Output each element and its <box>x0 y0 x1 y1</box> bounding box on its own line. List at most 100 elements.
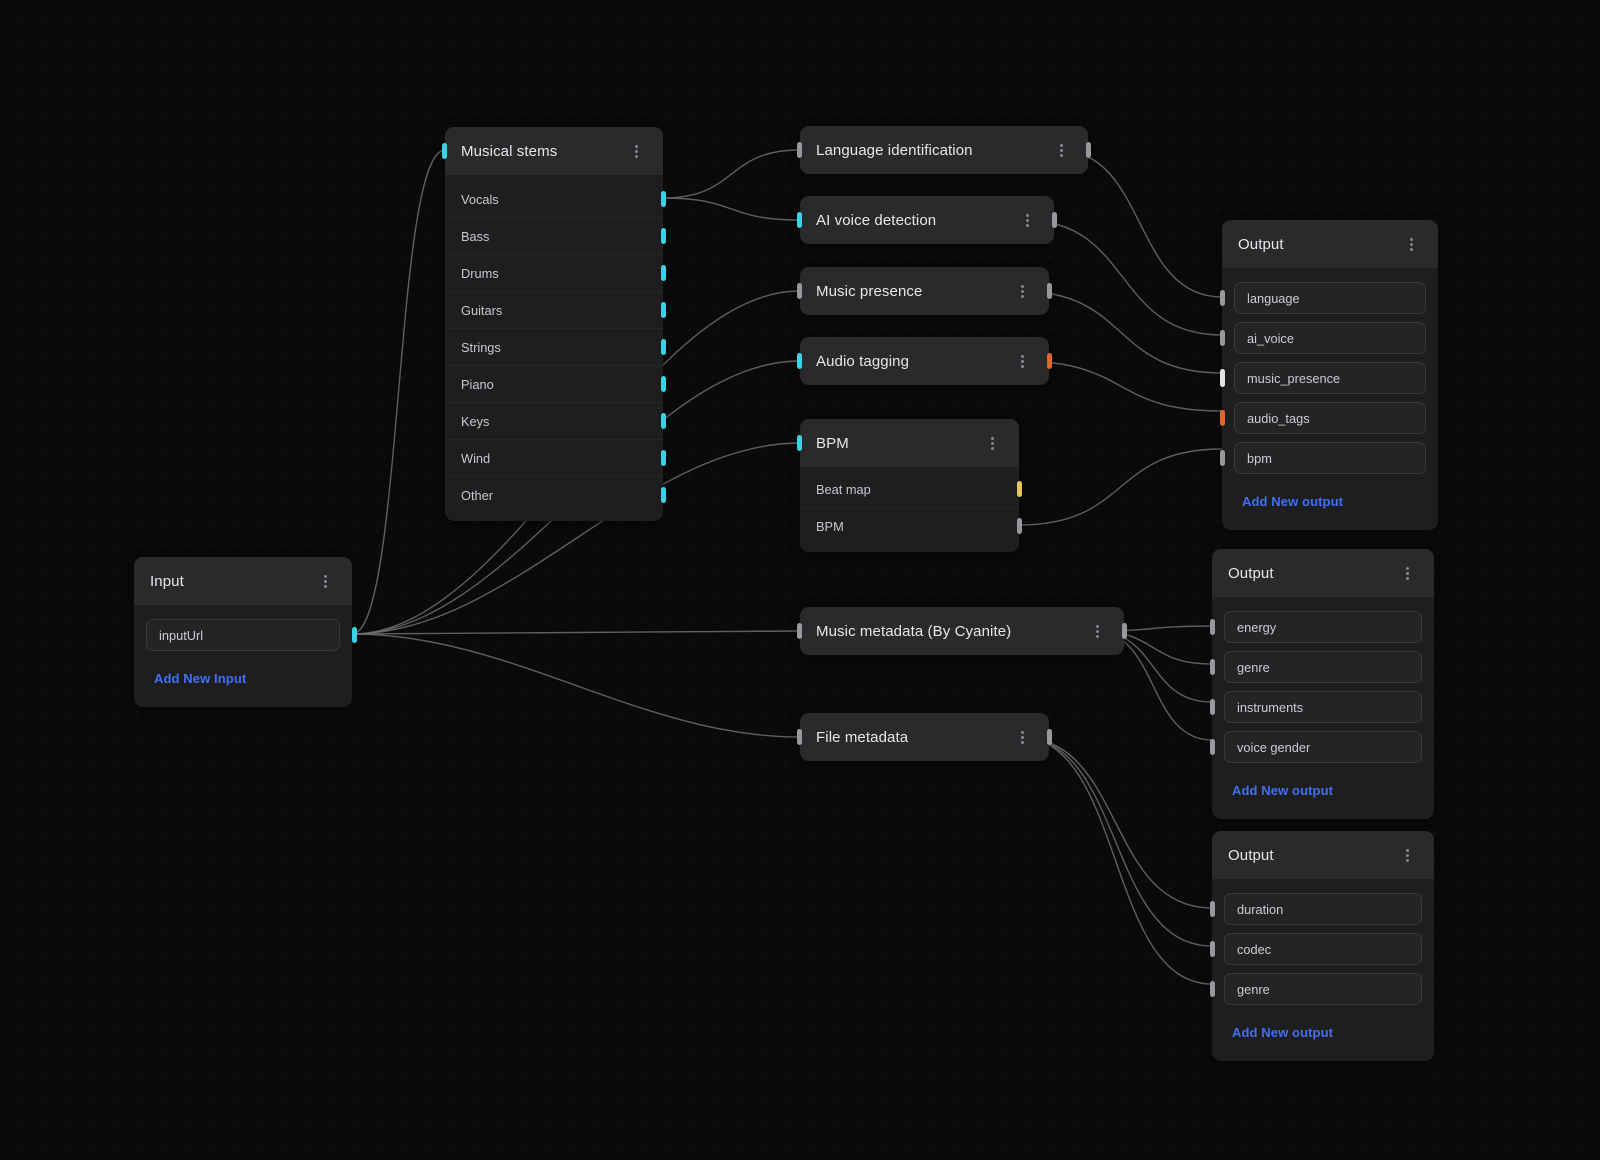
node-title: BPM <box>816 434 849 452</box>
port-energy-in[interactable] <box>1209 619 1215 635</box>
port-input-out[interactable] <box>351 627 357 643</box>
port-language-identification-in[interactable] <box>797 142 802 158</box>
kebab-menu-icon[interactable] <box>979 430 1005 456</box>
port-audio-tags-in[interactable] <box>1219 410 1225 426</box>
kebab-menu-icon[interactable] <box>1394 842 1420 868</box>
port-instruments-in[interactable] <box>1209 699 1215 715</box>
node-ai-voice-detection[interactable]: AI voice detection <box>797 196 1057 244</box>
kebab-menu-icon[interactable] <box>1048 137 1074 163</box>
port-ai-voice-detection-out[interactable] <box>1052 212 1057 228</box>
port-keys-out[interactable] <box>661 413 666 429</box>
port-bpm-value-out[interactable] <box>1017 518 1022 534</box>
port-vocals-out[interactable] <box>661 191 666 207</box>
port-bass-out[interactable] <box>661 228 666 244</box>
port-bpm-in[interactable] <box>797 435 802 451</box>
kebab-menu-icon[interactable] <box>1398 231 1424 257</box>
input-url-label: inputUrl <box>159 627 204 643</box>
port-genre3-in[interactable] <box>1209 981 1215 997</box>
port-voice-gender-in[interactable] <box>1209 739 1215 755</box>
node-file-metadata[interactable]: File metadata <box>797 713 1052 761</box>
port-language-in[interactable] <box>1219 290 1225 306</box>
stem-row-vocals: Vocals <box>445 181 666 217</box>
stem-row-piano: Piano <box>445 365 666 402</box>
input-url-field[interactable]: inputUrl <box>146 619 357 651</box>
output-field-audio-tags[interactable]: audio_tags <box>1219 402 1426 434</box>
port-piano-out[interactable] <box>661 376 666 392</box>
port-guitars-out[interactable] <box>661 302 666 318</box>
node-bpm-header[interactable]: BPM <box>797 419 1019 467</box>
add-new-input-link[interactable]: Add New Input <box>154 670 247 686</box>
port-music-metadata-out[interactable] <box>1122 623 1127 639</box>
port-file-metadata-in[interactable] <box>797 729 802 745</box>
output-field-bpm[interactable]: bpm <box>1219 442 1426 474</box>
kebab-menu-icon[interactable] <box>312 568 338 594</box>
output-field-genre-3[interactable]: genre <box>1209 973 1422 1005</box>
kebab-menu-icon[interactable] <box>1009 278 1035 304</box>
node-audio-tagging[interactable]: Audio tagging <box>797 337 1052 385</box>
node-title: Output <box>1238 235 1284 253</box>
port-musical-stems-in[interactable] <box>442 143 447 159</box>
node-output-2[interactable]: Output energy genre instruments voice ge… <box>1209 549 1434 819</box>
kebab-menu-icon[interactable] <box>1009 348 1035 374</box>
node-output-3-header[interactable]: Output <box>1212 831 1434 879</box>
port-music-presence-out[interactable] <box>1047 283 1052 299</box>
stem-row-strings: Strings <box>445 328 666 365</box>
port-music-metadata-in[interactable] <box>797 623 802 639</box>
node-output-1-header[interactable]: Output <box>1222 220 1438 268</box>
output-field-music-presence[interactable]: music_presence <box>1219 362 1426 394</box>
kebab-menu-icon[interactable] <box>1014 207 1040 233</box>
stem-row-drums: Drums <box>445 254 666 291</box>
output-field-instruments[interactable]: instruments <box>1209 691 1422 723</box>
output-field-codec[interactable]: codec <box>1209 933 1422 965</box>
port-drums-out[interactable] <box>661 265 666 281</box>
node-title: Music metadata (By Cyanite) <box>816 622 1012 640</box>
port-music-presence-in[interactable] <box>797 283 802 299</box>
port-wind-out[interactable] <box>661 450 666 466</box>
port-audio-tagging-in[interactable] <box>797 353 802 369</box>
port-file-metadata-out[interactable] <box>1047 729 1052 745</box>
port-ai-voice-detection-in[interactable] <box>797 212 802 228</box>
port-other-out[interactable] <box>661 487 666 503</box>
port-language-identification-out[interactable] <box>1086 142 1091 158</box>
node-input[interactable]: Input inputUrl Add New Input <box>134 557 357 707</box>
port-codec-in[interactable] <box>1209 941 1215 957</box>
kebab-menu-icon[interactable] <box>623 138 649 164</box>
output-field-energy[interactable]: energy <box>1209 611 1422 643</box>
node-musical-stems[interactable]: Musical stems Vocals Bass Drums Guitars … <box>442 127 666 521</box>
port-music-presence-field-in[interactable] <box>1219 369 1225 387</box>
node-title: Audio tagging <box>816 352 910 370</box>
node-title: Language identification <box>816 141 973 159</box>
kebab-menu-icon[interactable] <box>1009 724 1035 750</box>
port-genre-in[interactable] <box>1209 659 1215 675</box>
port-bpm-field-in[interactable] <box>1219 450 1225 466</box>
node-language-identification[interactable]: Language identification <box>797 126 1091 174</box>
node-output-1[interactable]: Output language ai_voice music_presence … <box>1219 220 1438 530</box>
output-field-genre[interactable]: genre <box>1209 651 1422 683</box>
stem-row-bass: Bass <box>445 217 666 254</box>
port-strings-out[interactable] <box>661 339 666 355</box>
kebab-menu-icon[interactable] <box>1084 618 1110 644</box>
port-ai-voice-in[interactable] <box>1219 330 1225 346</box>
add-new-output-link[interactable]: Add New output <box>1242 493 1344 509</box>
output-field-voice-gender[interactable]: voice gender <box>1209 731 1422 763</box>
stem-row-wind: Wind <box>445 439 666 476</box>
node-title: Music presence <box>816 282 923 300</box>
output-field-duration[interactable]: duration <box>1209 893 1422 925</box>
node-musical-stems-header[interactable]: Musical stems <box>442 127 663 175</box>
port-audio-tagging-out[interactable] <box>1047 353 1052 369</box>
node-music-presence[interactable]: Music presence <box>797 267 1052 315</box>
node-output-3[interactable]: Output duration codec genre Add New outp… <box>1209 831 1434 1061</box>
node-bpm[interactable]: BPM Beat map BPM <box>797 419 1022 552</box>
add-new-output-link[interactable]: Add New output <box>1232 1024 1334 1040</box>
add-new-output-link[interactable]: Add New output <box>1232 782 1334 798</box>
kebab-menu-icon[interactable] <box>1394 560 1420 586</box>
node-output-2-header[interactable]: Output <box>1212 549 1434 597</box>
port-duration-in[interactable] <box>1209 901 1215 917</box>
output-field-language[interactable]: language <box>1219 282 1426 314</box>
output-field-ai-voice[interactable]: ai_voice <box>1219 322 1426 354</box>
port-beat-map-out[interactable] <box>1017 481 1022 497</box>
node-title: Output <box>1228 564 1274 582</box>
node-music-metadata[interactable]: Music metadata (By Cyanite) <box>797 607 1127 655</box>
node-input-header[interactable]: Input <box>134 557 352 605</box>
